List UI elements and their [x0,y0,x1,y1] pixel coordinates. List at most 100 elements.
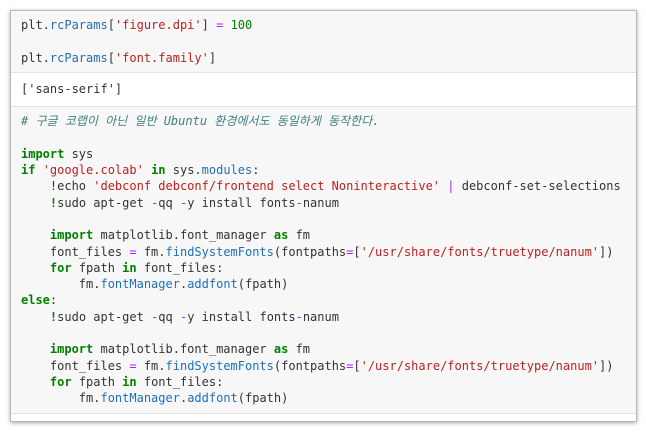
code-token: [ [107,18,115,32]
code-line: font_files = fm.findSystemFonts(fontpath… [21,358,626,374]
code-token: - [295,195,303,210]
code-line: import matplotlib.font_manager as fm [21,341,626,357]
code-token: ! [49,309,58,324]
code-token: (fontpaths [273,358,347,373]
code-token [35,163,42,177]
code-line: fm.fontManager.addfont(fpath) [21,390,626,406]
code-token: import [21,146,65,161]
code-token: fpath [71,374,123,389]
code-token: in [122,374,137,389]
code-token: | [447,179,455,194]
code-token: for [49,374,72,389]
code-token: nanum [302,195,339,210]
code-token: ]) [599,358,614,373]
code-token: sys [64,146,94,161]
code-token: sys. [165,163,202,178]
code-token: - [151,195,159,210]
code-token: - [151,309,159,324]
code-token: else [21,293,50,308]
code-token: fm. [21,277,101,292]
code-token: font_files: [136,260,224,275]
code-token: = [129,358,137,373]
code-token: ['sans-serif'] [21,81,123,96]
code-line: !sudo apt-get -qq -y install fonts-nanum [21,309,626,325]
code-token: font_files [21,244,130,259]
code-line [21,211,626,227]
code-token [144,163,151,177]
code-token: plt. [21,18,50,32]
code-token: fm. [21,391,101,406]
code-token: findSystemFonts [165,358,274,373]
code-token: addfont [187,277,238,292]
code-line: !sudo apt-get -qq -y install fonts-nanum [21,195,626,211]
code-token: [ [353,244,361,259]
code-token: ]) [599,244,614,259]
code-token: rcParams [49,18,108,32]
code-token: as [273,228,289,243]
code-line: plt.rcParams['figure.dpi'] = 100 [21,17,626,33]
code-token: 'debconf debconf/frontend select Noninte… [93,179,441,194]
code-token: fontManager [100,391,180,406]
code-token: = [346,358,354,373]
code-token: ] [201,18,217,32]
code-token: qq [158,195,180,210]
code-line: plt.rcParams['font.family'] [21,50,626,66]
code-line: for fpath in font_files: [21,374,626,390]
code-token: fm. [136,244,166,259]
code-token: [ [353,358,361,373]
code-line [21,129,626,145]
code-line: import sys [21,146,626,162]
code-token: - [179,309,188,324]
code-token: . [179,277,188,292]
code-token: fm [288,228,311,243]
code-token: : [49,293,58,308]
code-token: import [49,228,94,243]
code-token: [ [107,50,115,65]
code-token: 'google.colab' [42,163,144,178]
code-token: fpath [71,260,123,275]
code-token: : [252,163,260,178]
code-token: fm. [136,358,166,373]
code-token: . [179,391,188,406]
code-token: sudo apt-get [57,309,152,324]
code-token: - [179,195,188,210]
code-token: - [295,309,303,324]
code-token: = [129,244,137,259]
code-token: # 구글 코랩이 아닌 일반 Ubuntu 환경에서도 동일하게 동작한다. [21,114,380,129]
code-line: if 'google.colab' in sys.modules: [21,162,626,178]
code-token: = [216,18,224,32]
output-area: ['sans-serif'] [11,72,636,108]
code-line: font_files = fm.findSystemFonts(fontpath… [21,244,626,260]
code-token: fontManager [100,277,180,292]
code-token: matplotlib.font_manager [93,342,274,357]
code-token: ! [49,195,58,210]
code-token [21,375,50,389]
code-token: matplotlib.font_manager [93,228,274,243]
code-token: (fpath) [237,391,289,406]
code-token: findSystemFonts [165,244,274,259]
code-token: 'figure.dpi' [114,18,202,32]
code-line: import matplotlib.font_manager as fm [21,227,626,243]
code-line: for fpath in font_files: [21,260,626,276]
code-token [21,310,50,324]
code-line: !echo 'debconf debconf/frontend select N… [21,178,626,194]
code-token: font_files: [136,374,224,389]
code-token: as [273,342,289,357]
code-token: font_files [21,358,130,373]
code-token [21,261,50,275]
code-token: modules [201,163,253,178]
code-token: sudo apt-get [57,195,152,210]
code-token [21,196,50,210]
code-token: y install fonts [187,195,296,210]
code-token: (fontpaths [273,244,347,259]
code-token [21,342,50,356]
code-token: import [49,342,94,357]
code-token: fm [288,342,311,357]
code-token: (fpath) [237,277,289,292]
code-line: # 구글 코랩이 아닌 일반 Ubuntu 환경에서도 동일하게 동작한다. [21,113,626,129]
code-cell[interactable]: # 구글 코랩이 아닌 일반 Ubuntu 환경에서도 동일하게 동작한다. im… [11,107,636,414]
code-token: y install fonts [187,309,296,324]
